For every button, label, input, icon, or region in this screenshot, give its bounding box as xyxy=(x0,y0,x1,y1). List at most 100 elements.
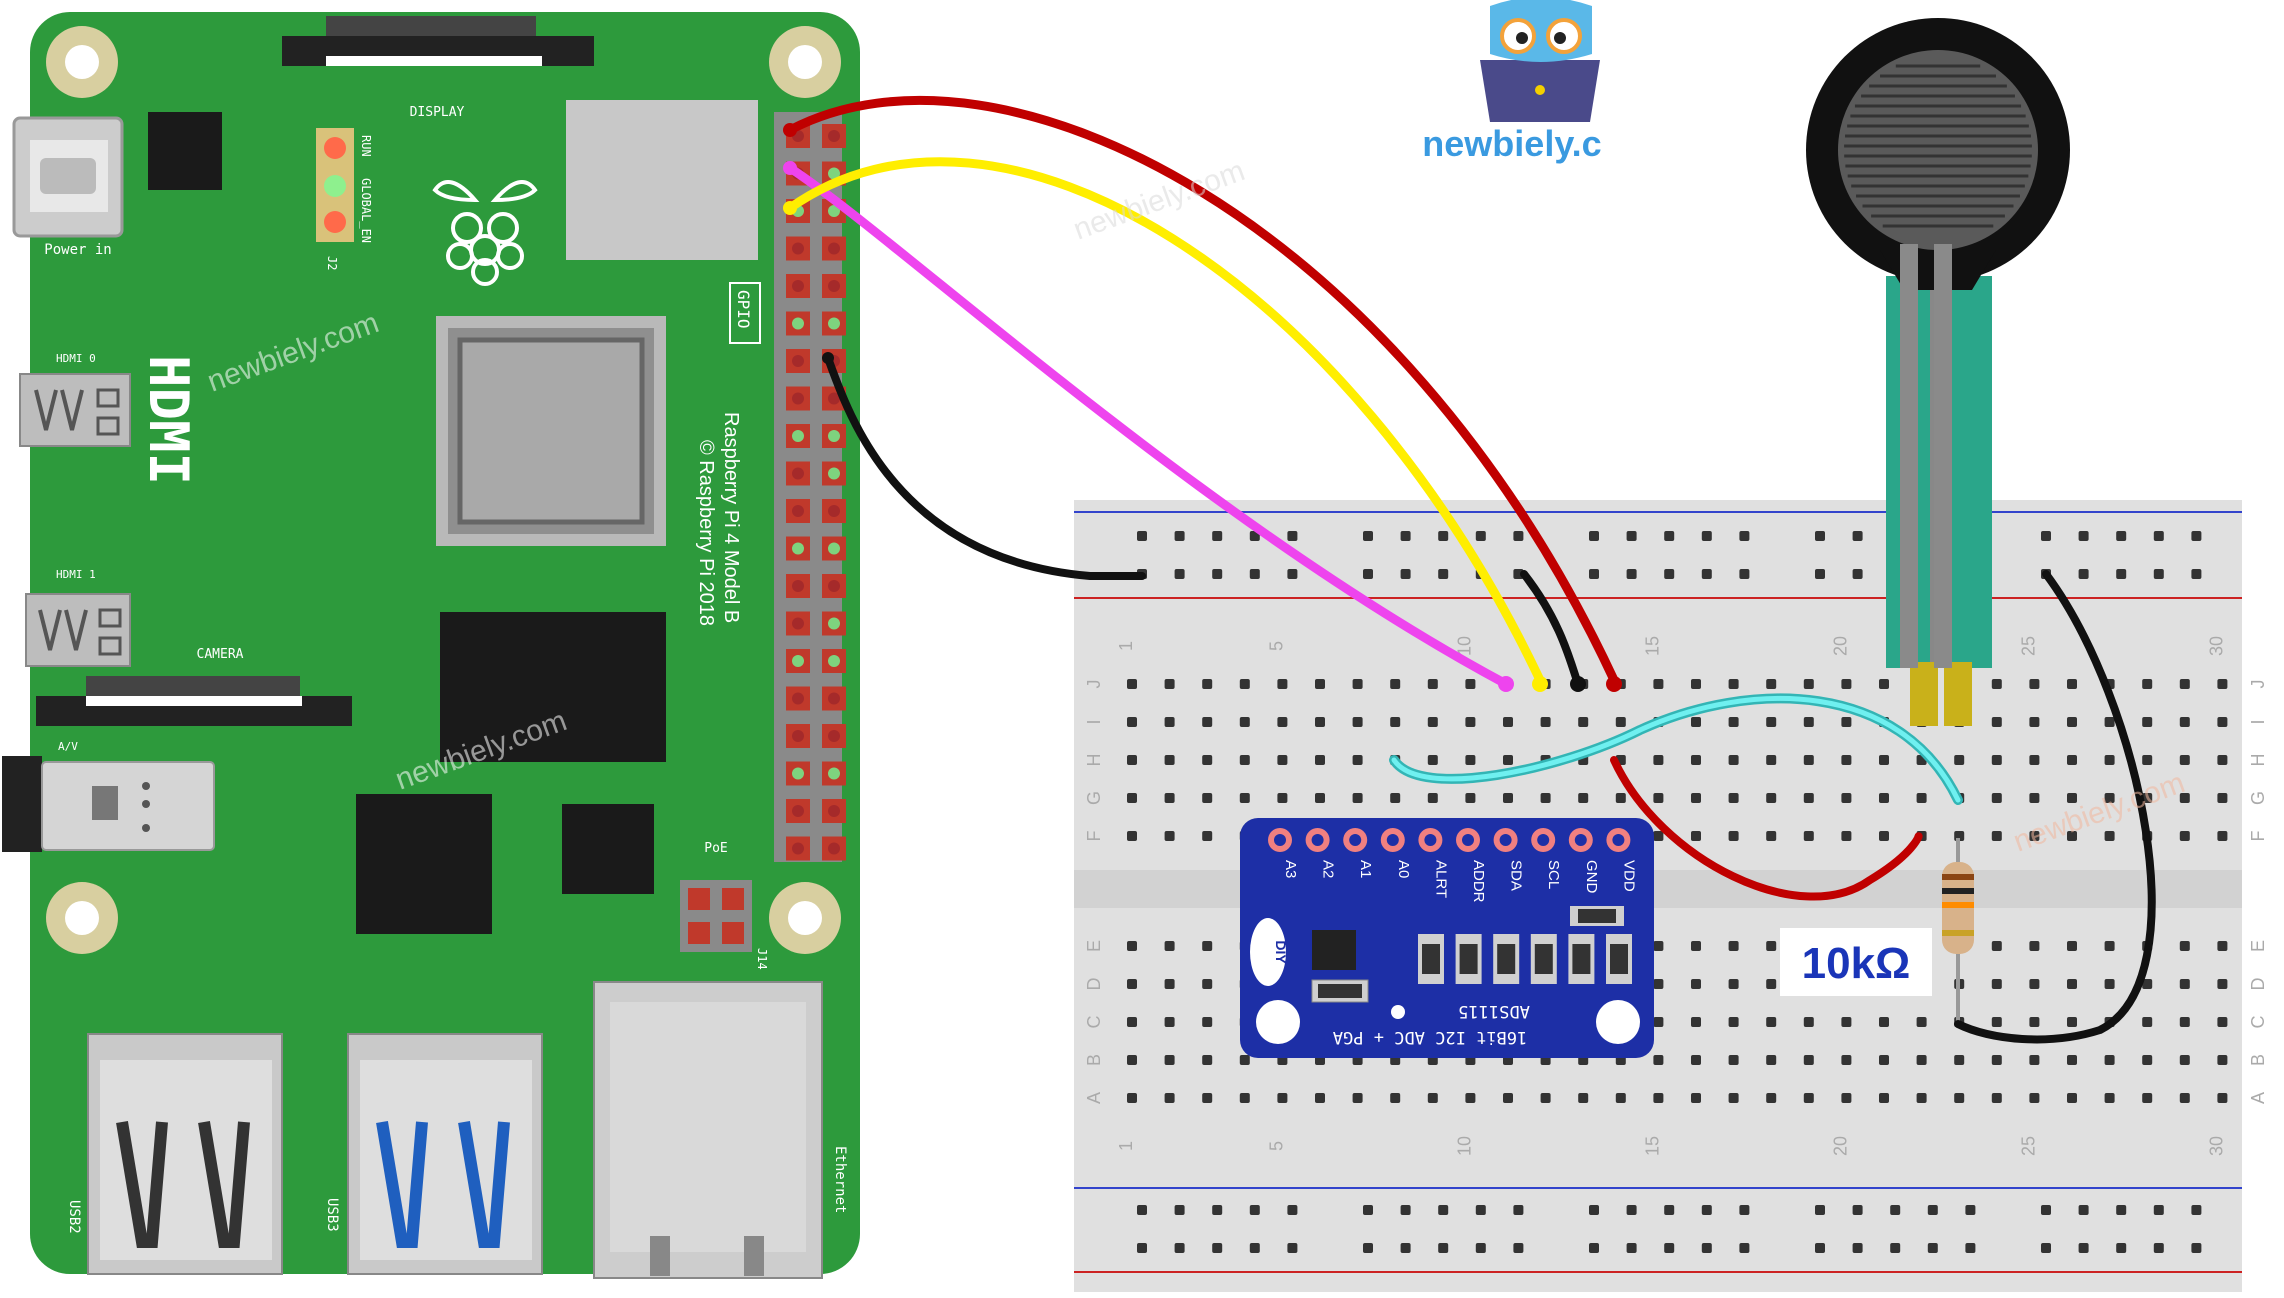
breadboard-hole xyxy=(1803,793,1814,803)
breadboard-hole xyxy=(1653,1017,1664,1027)
breadboard-hole xyxy=(1127,1017,1137,1027)
breadboard-hole xyxy=(1400,531,1411,541)
breadboard-hole xyxy=(1728,755,1739,765)
column-number: 30 xyxy=(2206,636,2226,656)
breadboard-hole xyxy=(1513,1205,1524,1215)
breadboard-hole xyxy=(2104,755,2115,765)
adc-pin-label: A1 xyxy=(1357,860,1374,878)
breadboard-hole xyxy=(1803,1017,1814,1027)
breadboard-hole xyxy=(1164,717,1175,727)
breadboard-hole xyxy=(1841,831,1852,841)
breadboard-hole xyxy=(2217,1093,2228,1103)
breadboard-hole xyxy=(1174,1243,1185,1253)
adc-pin-label: SDA xyxy=(1508,860,1525,891)
breadboard-hole xyxy=(1127,679,1137,689)
breadboard-hole xyxy=(2179,941,2190,951)
breadboard-hole xyxy=(1841,1055,1852,1065)
breadboard-hole xyxy=(2104,1093,2115,1103)
breadboard-hole xyxy=(1728,1055,1739,1065)
breadboard-hole xyxy=(1615,717,1626,727)
breadboard-hole xyxy=(1475,531,1486,541)
breadboard-hole xyxy=(1841,717,1852,727)
breadboard-hole xyxy=(2067,941,2077,951)
breadboard-hole xyxy=(2078,531,2089,541)
breadboard-hole xyxy=(1277,717,1288,727)
breadboard-hole xyxy=(1766,831,1777,841)
raspberry-logo-icon xyxy=(432,180,538,286)
breadboard-hole xyxy=(1164,755,1175,765)
breadboard-hole xyxy=(1202,1093,1213,1103)
breadboard-hole xyxy=(1465,717,1476,727)
breadboard-hole xyxy=(1691,1017,1701,1027)
breadboard-hole xyxy=(1578,1093,1589,1103)
breadboard-hole xyxy=(1212,531,1223,541)
power-port: Power in xyxy=(12,116,124,258)
breadboard-hole xyxy=(1991,1017,2002,1027)
breadboard-hole xyxy=(1352,717,1363,727)
breadboard-hole xyxy=(1803,1093,1814,1103)
usb3-port: USB3 xyxy=(324,1033,543,1275)
breadboard-hole xyxy=(1127,793,1137,803)
breadboard-hole xyxy=(2116,1205,2127,1215)
status-leds: RUN GLOBAL_EN J2 xyxy=(316,128,373,270)
breadboard-hole xyxy=(1803,679,1814,689)
breadboard-hole xyxy=(1691,755,1701,765)
breadboard-hole xyxy=(1691,717,1701,727)
breadboard-hole xyxy=(2179,793,2190,803)
breadboard-hole xyxy=(1890,1243,1901,1253)
breadboard-hole xyxy=(1427,793,1438,803)
camera-connector: CAMERA xyxy=(36,647,352,726)
column-number: 15 xyxy=(1642,636,1662,656)
breadboard-hole xyxy=(1127,717,1137,727)
breadboard-hole xyxy=(2029,831,2040,841)
chip-label: ADS1115 xyxy=(1458,1001,1530,1021)
breadboard-hole xyxy=(1540,717,1551,727)
breadboard-hole xyxy=(1239,717,1250,727)
row-letter: A xyxy=(2248,1092,2268,1104)
breadboard-hole xyxy=(1390,679,1401,689)
hdmi1-port: HDMI 1 xyxy=(25,568,131,667)
breadboard-hole xyxy=(1701,531,1712,541)
breadboard-hole xyxy=(1352,679,1363,689)
breadboard-hole xyxy=(1390,1093,1401,1103)
breadboard-hole xyxy=(1239,1093,1250,1103)
breadboard-hole xyxy=(1766,1055,1777,1065)
sensor-grid xyxy=(1844,64,2032,228)
column-number: 1 xyxy=(1116,1141,1136,1151)
breadboard-hole xyxy=(1400,569,1411,579)
global-en-label: GLOBAL_EN xyxy=(359,178,373,243)
adc-pin-label: VDD xyxy=(1620,860,1637,892)
breadboard-hole xyxy=(1277,1093,1288,1103)
wire-black-gnd xyxy=(1520,570,1582,688)
breadboard-hole xyxy=(1174,569,1185,579)
force-sensor xyxy=(1806,18,2070,726)
breadboard-hole xyxy=(1841,1093,1852,1103)
column-number: 5 xyxy=(1266,641,1286,651)
breadboard-hole xyxy=(2179,1017,2190,1027)
breadboard-hole xyxy=(1626,1243,1637,1253)
breadboard-hole xyxy=(2217,979,2228,989)
ethernet-port: Ethernet xyxy=(593,981,848,1279)
usb-controller-chip xyxy=(440,612,666,762)
power-in-label: Power in xyxy=(44,242,111,258)
diy-logo-text: DIY xyxy=(1273,940,1289,964)
adc-pin-label: ADDR xyxy=(1470,860,1487,903)
breadboard-hole xyxy=(1438,1243,1449,1253)
breadboard-hole xyxy=(1739,531,1750,541)
breadboard-hole xyxy=(1427,679,1438,689)
breadboard-hole xyxy=(2153,569,2164,579)
adc-pin-label: A3 xyxy=(1282,860,1299,878)
breadboard-hole xyxy=(2153,1243,2164,1253)
pmic-chip xyxy=(148,112,222,190)
breadboard-hole xyxy=(2041,1243,2051,1253)
breadboard-hole xyxy=(1164,793,1175,803)
module-description: 16Bit I2C ADC + PGA xyxy=(1333,1027,1527,1047)
breadboard-hole xyxy=(1127,755,1137,765)
breadboard-hole xyxy=(2217,755,2228,765)
breadboard-hole xyxy=(2116,531,2127,541)
breadboard-hole xyxy=(1701,1243,1712,1253)
breadboard-hole xyxy=(1202,831,1213,841)
breadboard-hole xyxy=(1212,1243,1223,1253)
breadboard-hole xyxy=(1653,755,1664,765)
